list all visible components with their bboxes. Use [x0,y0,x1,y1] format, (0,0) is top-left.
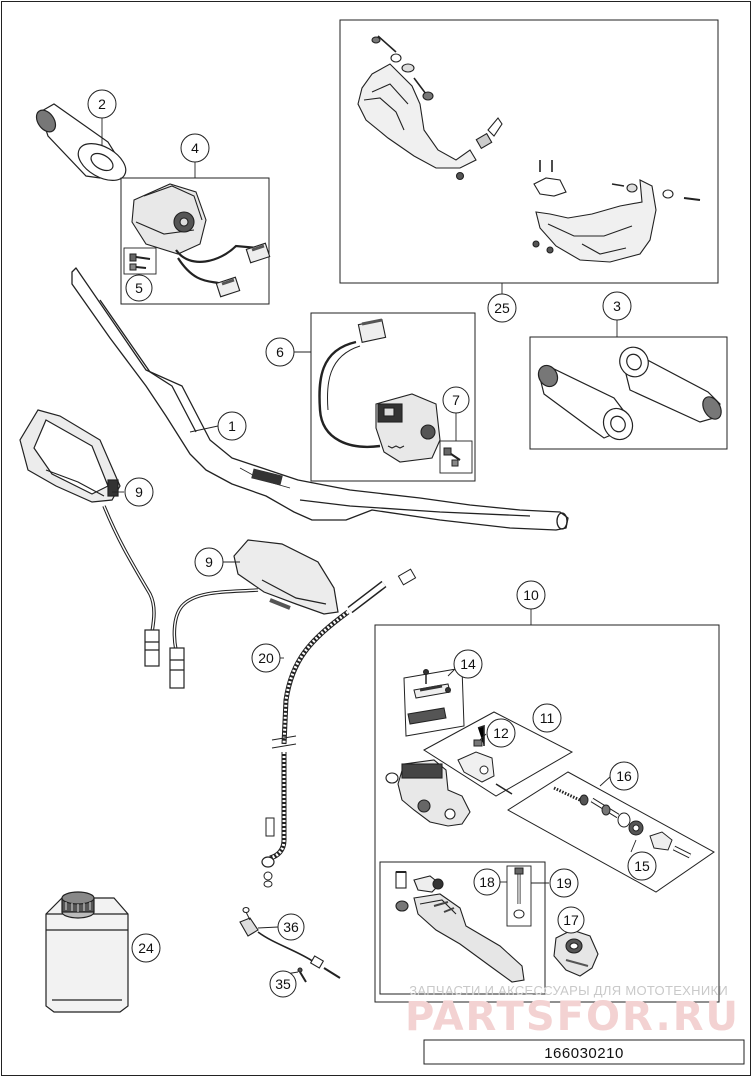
callout-11: 11 [532,703,562,733]
switch-right-part [318,318,441,463]
svg-text:24: 24 [138,940,154,956]
svg-text:4: 4 [191,140,199,156]
handguard-kit-frame [339,19,719,284]
handguard-right-part [532,160,701,263]
switch-right-frame [310,312,476,482]
mirror-right-part [169,539,339,689]
grip-set-part [537,346,722,441]
lever-adjuster-part [553,929,599,977]
callout-4: 4 [180,133,210,163]
master-cylinder-body-part [385,759,471,827]
svg-text:12: 12 [493,725,509,741]
callout-25: 25 [487,293,517,323]
svg-text:10: 10 [523,587,539,603]
clutch-lever-part [395,871,525,983]
clutch-line-part [261,568,417,888]
svg-text:3: 3 [613,298,621,314]
switch-left-part [131,183,271,298]
svg-text:18: 18 [479,874,495,890]
callout-2: 2 [87,89,117,119]
callout-6: 6 [265,337,295,367]
callout-5: 5 [125,274,153,302]
callout-9-right: 9 [194,547,224,577]
svg-text:14: 14 [460,656,476,672]
lever-pivot-part [423,711,574,797]
screw-right-part [443,447,461,467]
callout-10: 10 [516,580,546,610]
callout-20: 20 [251,643,281,673]
callout-14: 14 [453,649,483,679]
svg-text:5: 5 [135,280,143,296]
part-code: 166030210 [544,1045,624,1062]
part-code-box [423,1039,745,1065]
lever-bolt-part [513,867,525,919]
svg-text:11: 11 [540,710,555,726]
mirror-left-part [19,409,160,667]
callout-7: 7 [442,386,470,414]
callout-9-left: 9 [124,477,154,507]
callout-3: 3 [602,291,632,321]
callout-12: 12 [486,718,516,748]
svg-text:6: 6 [276,344,284,360]
svg-text:36: 36 [283,919,299,935]
screw-small-part [129,253,151,271]
grip-set-frame [529,336,728,450]
hydraulic-fluid-bottle-part [45,891,129,1013]
clutch-lever-frame [379,861,546,995]
callout-1: 1 [217,411,247,441]
lever-bolt-frame [506,865,532,927]
svg-text:20: 20 [258,650,274,666]
callout-16: 16 [609,761,639,791]
svg-text:15: 15 [634,858,650,874]
svg-text:16: 16 [616,768,632,784]
screw-small-frame [123,247,157,275]
watermark-subtitle: ЗАПЧАСТИ И АКСЕССУАРЫ ДЛЯ МОТОТЕХНИКИ [409,983,728,998]
callout-17: 17 [557,906,585,934]
grip-left-part [35,103,127,181]
callout-19: 19 [549,868,579,898]
svg-text:35: 35 [275,976,291,992]
clutch-master-cylinder-frame [374,624,720,1003]
callout-35: 35 [269,970,297,998]
svg-text:19: 19 [556,875,572,891]
svg-text:7: 7 [452,392,460,408]
svg-text:25: 25 [494,300,510,316]
callout-36: 36 [277,913,305,941]
clutch-switch-part [239,906,341,983]
piston-kit-part [507,771,715,893]
reservoir-cap-part [403,667,465,737]
handlebar-part [71,267,569,531]
handguard-left-part [357,35,503,181]
watermark-logo: PARTSFOR.RU [405,994,740,1040]
callout-24: 24 [131,933,161,963]
svg-text:17: 17 [563,912,579,928]
svg-text:9: 9 [135,484,143,500]
callout-18: 18 [473,868,501,896]
svg-text:9: 9 [205,554,213,570]
svg-text:2: 2 [98,96,106,112]
svg-text:1: 1 [228,418,236,434]
callout-15: 15 [627,851,657,881]
